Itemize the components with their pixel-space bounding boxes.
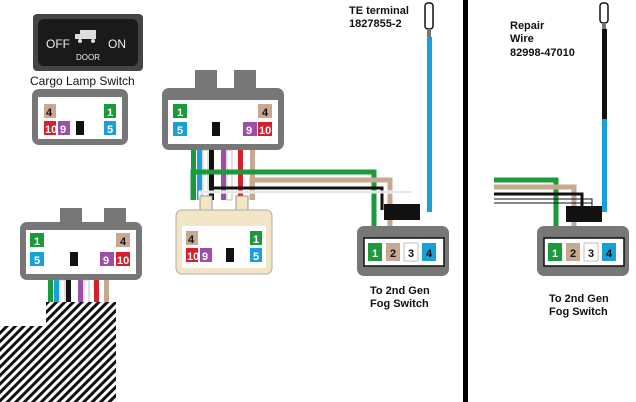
pin-label: 9 xyxy=(103,255,109,267)
wire-loom-hatch xyxy=(0,302,116,402)
pin-label: 1 xyxy=(372,248,378,260)
pin-label: 1 xyxy=(34,236,40,248)
pin-label: 2 xyxy=(570,248,576,260)
pin-label: 10 xyxy=(259,125,271,137)
fog-switch-a-label-line2: Fog Switch xyxy=(370,298,429,310)
pin-label: 5 xyxy=(107,124,113,136)
left-connector-wires xyxy=(48,279,109,305)
fog-switch-b-label-line2: Fog Switch xyxy=(549,306,608,318)
pin-label: 9 xyxy=(60,124,66,136)
beige-connector: 4 1 10 9 5 xyxy=(175,195,273,275)
fog-switch-connector-a: 1 2 3 4 xyxy=(357,204,449,276)
switch-on-label: ON xyxy=(108,37,126,51)
repair-terminal-pin xyxy=(599,2,609,29)
pin-label: 3 xyxy=(588,248,594,260)
black-wire xyxy=(602,29,607,119)
pin-label: 5 xyxy=(34,255,40,267)
pin-label: 1 xyxy=(107,107,113,119)
pin-label: 10 xyxy=(187,251,199,263)
pin-label: 5 xyxy=(253,251,259,263)
blue-wire-a xyxy=(427,37,432,212)
switch-face xyxy=(38,19,138,66)
pin-label: 1 xyxy=(253,234,259,246)
pin-label: 3 xyxy=(408,248,414,260)
pin-label: 2 xyxy=(390,248,396,260)
pin-label: 5 xyxy=(177,125,183,137)
te-terminal-part-number: 1827855-2 xyxy=(349,18,402,30)
pin-label: 4 xyxy=(262,107,269,119)
harness-connector-center: 1 4 5 9 10 xyxy=(162,70,284,150)
repair-wire-part-number: 82998-47010 xyxy=(510,47,575,59)
pin-label: 9 xyxy=(202,251,208,263)
pin-label: 1 xyxy=(552,248,558,260)
fog-switch-a-label: To 2nd Gen xyxy=(370,285,430,297)
truck-door-icon xyxy=(75,30,96,43)
cargo-lamp-switch: OFF ON DOOR xyxy=(33,14,143,71)
fog-switch-connector-b: 1 2 3 4 xyxy=(537,206,629,276)
pin-label: 9 xyxy=(246,125,252,137)
switch-door-label: DOOR xyxy=(76,53,100,62)
pin-label: 10 xyxy=(45,124,57,136)
pin-label: 1 xyxy=(177,107,183,119)
pin-label: 4 xyxy=(606,248,613,260)
te-terminal-pin xyxy=(424,2,434,37)
cargo-switch-caption: Cargo Lamp Switch xyxy=(30,74,135,88)
pin-label: 4 xyxy=(46,107,53,119)
te-terminal-label: TE terminal xyxy=(349,5,409,17)
pin-label: 10 xyxy=(117,255,129,267)
blue-wire-b xyxy=(602,119,607,212)
repair-wire-label-line2: Wire xyxy=(510,33,534,45)
pin-label: 4 xyxy=(188,234,195,246)
fog-switch-b-label: To 2nd Gen xyxy=(549,293,609,305)
section-divider xyxy=(463,0,468,402)
repair-wire-label: Repair xyxy=(510,20,545,32)
pin-label: 4 xyxy=(426,248,433,260)
pin-label: 4 xyxy=(120,236,127,248)
left-harness-connector: 1 4 5 9 10 xyxy=(20,208,142,280)
cargo-switch-connector: 4 1 10 9 5 xyxy=(32,89,128,145)
switch-off-label: OFF xyxy=(46,37,70,51)
